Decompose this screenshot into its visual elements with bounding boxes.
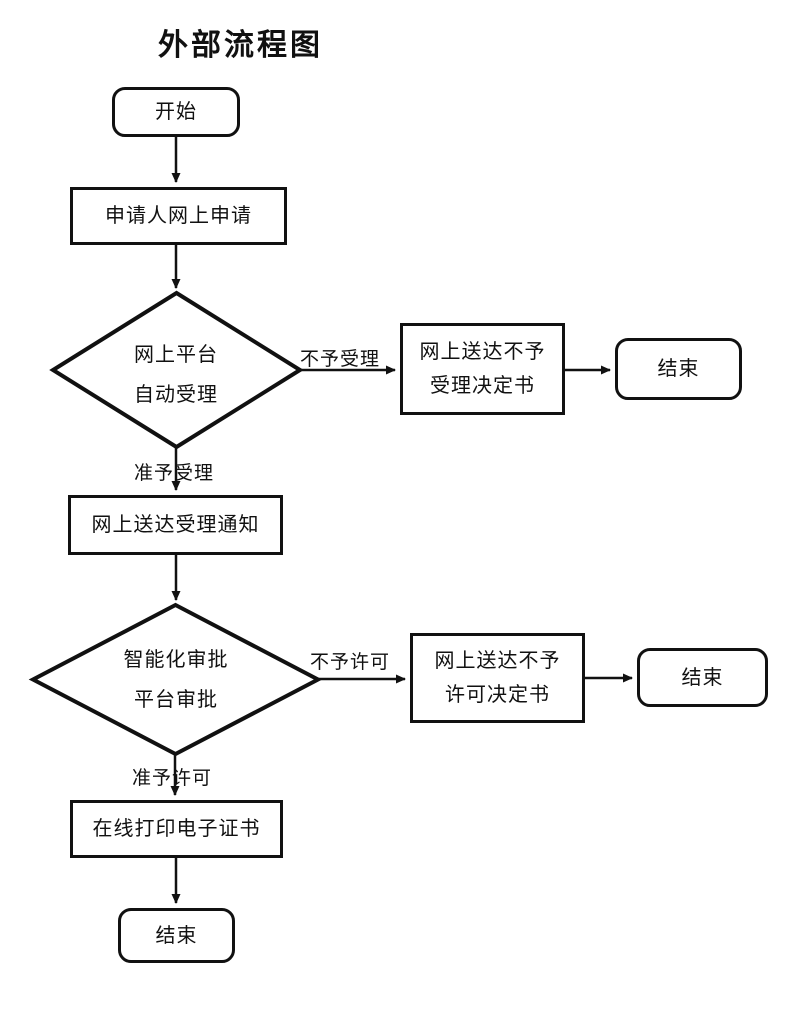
decision2-line1: 智能化审批 bbox=[123, 649, 229, 671]
edge-label-not-permitted: 不予许可 bbox=[310, 652, 391, 673]
node-online-application: 申请人网上申请 bbox=[70, 187, 287, 245]
node-end-2-label: 结束 bbox=[681, 666, 724, 689]
node-start: 开始 bbox=[112, 87, 240, 137]
edge-label-accepted: 准予受理 bbox=[134, 463, 215, 484]
node-reject-permit-notice: 网上送达不予 许可决定书 bbox=[410, 633, 585, 723]
node-reject-acceptance-notice: 网上送达不予 受理决定书 bbox=[400, 323, 565, 415]
node-end-2: 结束 bbox=[637, 648, 768, 707]
node-online-application-label: 申请人网上申请 bbox=[105, 205, 252, 227]
node-end-3: 结束 bbox=[118, 908, 235, 963]
page-title: 外部流程图 bbox=[158, 29, 323, 62]
node-reject-acceptance-line2: 受理决定书 bbox=[430, 375, 535, 397]
decision1-line1: 网上平台 bbox=[134, 344, 218, 366]
decision2-line2: 平台审批 bbox=[134, 689, 218, 711]
decision-smart-approval-label: 智能化审批 平台审批 bbox=[96, 640, 256, 720]
node-reject-permit-line1: 网上送达不予 bbox=[434, 650, 561, 672]
node-end-3-label: 结束 bbox=[155, 924, 198, 947]
edge-label-permitted: 准予许可 bbox=[132, 768, 213, 789]
decision1-line2: 自动受理 bbox=[134, 384, 218, 406]
node-acceptance-notice: 网上送达受理通知 bbox=[68, 495, 283, 555]
edge-label-not-accepted: 不予受理 bbox=[300, 349, 381, 370]
node-end-1: 结束 bbox=[615, 338, 742, 400]
node-print-certificate: 在线打印电子证书 bbox=[70, 800, 283, 858]
node-reject-acceptance-line1: 网上送达不予 bbox=[419, 341, 546, 363]
node-reject-permit-line2: 许可决定书 bbox=[445, 684, 550, 706]
node-print-certificate-label: 在线打印电子证书 bbox=[92, 818, 261, 840]
node-end-1-label: 结束 bbox=[657, 358, 700, 380]
node-start-label: 开始 bbox=[155, 101, 197, 123]
decision-online-accept-label: 网上平台 自动受理 bbox=[96, 335, 256, 415]
node-acceptance-notice-label: 网上送达受理通知 bbox=[91, 514, 260, 536]
